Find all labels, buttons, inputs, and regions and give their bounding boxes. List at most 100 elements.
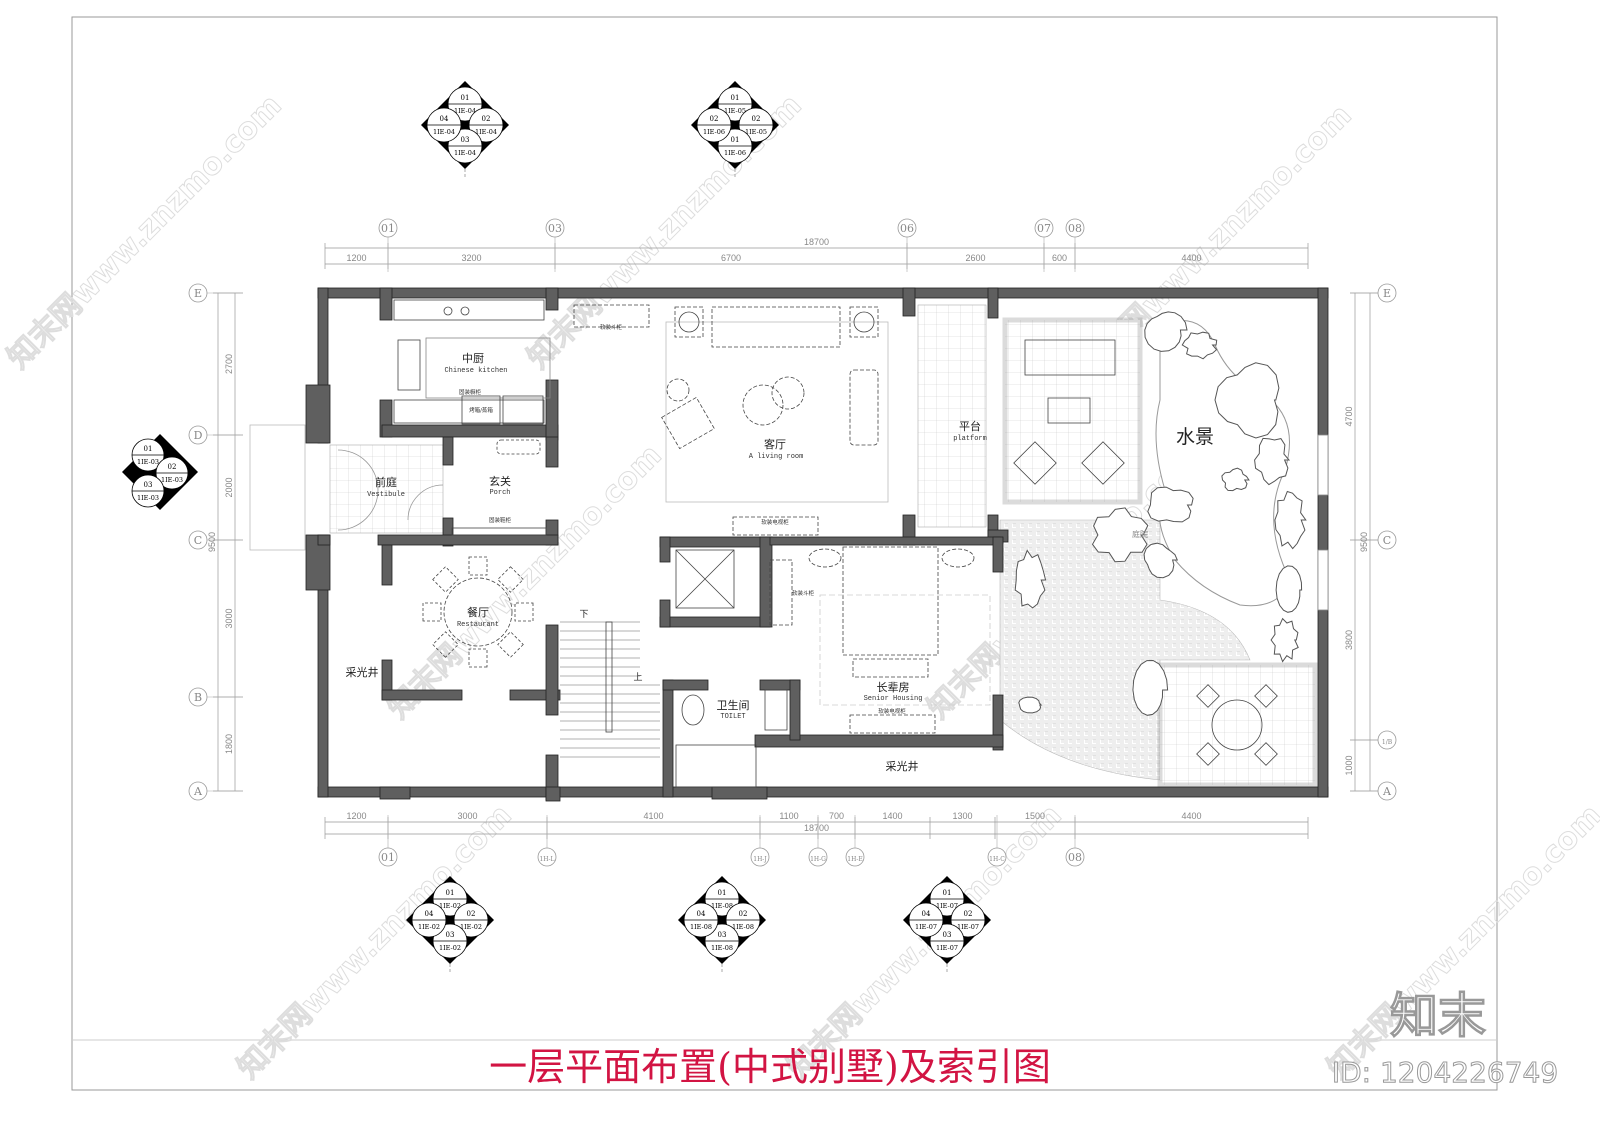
dimension-label: 3000 [224, 608, 234, 628]
index-diamond [678, 876, 766, 964]
kitchen-counter-bottom [393, 399, 545, 424]
chest-cabinet [573, 304, 650, 328]
axis-label: E [194, 287, 202, 300]
wall-segment [659, 616, 771, 628]
courtyard-window [1317, 549, 1329, 611]
wall-segment [379, 786, 411, 800]
cushion [1081, 441, 1125, 485]
axis-label: 1H-C [989, 856, 1005, 863]
rock [1181, 331, 1218, 360]
dimension-label: 1200 [346, 811, 366, 821]
armchair [661, 396, 715, 450]
index-sheet-ref: 1IE-04 [454, 149, 476, 157]
index-number: 01 [731, 136, 740, 144]
index-number: 03 [446, 931, 455, 939]
dining-pavilion [1157, 662, 1318, 788]
index-number: 02 [739, 910, 748, 918]
index-number: 02 [964, 910, 973, 918]
elevator-cross [675, 549, 735, 609]
room-label-lightwell-left: 采光井 [346, 665, 379, 679]
dimension-label: 2000 [224, 477, 234, 497]
bed-bench [852, 658, 929, 678]
dining-chair [514, 602, 534, 622]
wall-segment [509, 689, 561, 701]
wall-segment [545, 624, 559, 716]
axis-bubble [1377, 781, 1397, 801]
dimension-label: 4400 [1181, 253, 1201, 263]
watermark: 知末网www.znzmo.com [231, 798, 519, 1086]
wall-segment [442, 517, 454, 547]
axis-label: A [193, 785, 203, 798]
room-rug [819, 594, 991, 706]
rock [1254, 437, 1291, 486]
axis-label: 1H-G [810, 856, 826, 863]
wall-segment [545, 436, 559, 468]
axis-bubble [1034, 218, 1054, 238]
stove-burner [443, 306, 453, 316]
wall-segment [381, 424, 559, 438]
index-number: 01 [144, 445, 153, 453]
elevator-car [675, 549, 735, 609]
index-sheet-ref: 1IE-07 [915, 923, 937, 931]
wall-segment [769, 536, 1001, 546]
dimension-label: 1500 [1025, 811, 1045, 821]
rock [1275, 565, 1303, 613]
axis-label: A [1382, 785, 1392, 798]
rock [1091, 507, 1149, 563]
dimension-label: 1200 [346, 253, 366, 263]
watermark: 知末网www.znzmo.com [781, 798, 1069, 1086]
chest-cabinet [769, 559, 793, 626]
dining-table [443, 577, 513, 647]
index-number: 01 [731, 94, 740, 102]
coffee-table [771, 376, 805, 410]
kitchen-counter-top [393, 299, 545, 321]
room-label-dining-en: Restaurant [457, 621, 499, 629]
index-number: 04 [425, 910, 434, 918]
axis-bubble [750, 847, 770, 867]
shoe-bench [496, 439, 541, 455]
axis-label: B [194, 691, 202, 704]
wall-segment [987, 287, 999, 319]
daybed [1024, 339, 1116, 376]
axis-label: 01 [381, 222, 395, 235]
dimension-label: 4100 [643, 811, 663, 821]
index-sheet-ref: 1IE-08 [711, 902, 733, 910]
dimension-label: 4400 [1181, 811, 1201, 821]
index-number: 01 [461, 94, 470, 102]
axis-bubble [188, 687, 208, 707]
axis-bubble [378, 218, 398, 238]
stool [1254, 684, 1278, 708]
dimension-total: 18700 [804, 237, 829, 247]
room-label-water: 水景 [1176, 426, 1214, 448]
dimension-label: 2600 [965, 253, 985, 263]
axis-label: 03 [548, 222, 562, 235]
axis-bubble [897, 218, 917, 238]
dining-chair [422, 602, 442, 622]
wall-segment [662, 679, 709, 691]
axis-label: 07 [1037, 222, 1051, 235]
dining-chair [432, 566, 459, 593]
rock [1144, 311, 1188, 352]
wall-segment [1317, 287, 1329, 798]
axis-label: 01 [381, 851, 395, 864]
rock [1147, 486, 1194, 523]
dining-chair [468, 648, 488, 668]
index-number: 02 [710, 115, 719, 123]
stair-up-label: 上 [633, 672, 642, 683]
coffee-table [742, 384, 784, 426]
stool [1254, 742, 1278, 766]
wall-segment [902, 287, 916, 317]
lamp [853, 311, 875, 333]
room-label-porch-en: Porch [489, 489, 510, 497]
axis-bubble [1377, 730, 1397, 750]
dimension-label: 3000 [457, 811, 477, 821]
bench [849, 369, 879, 446]
axis-label: 06 [900, 222, 914, 235]
index-number: 03 [461, 136, 470, 144]
rock [1143, 542, 1179, 579]
dimension-label: 1400 [882, 811, 902, 821]
